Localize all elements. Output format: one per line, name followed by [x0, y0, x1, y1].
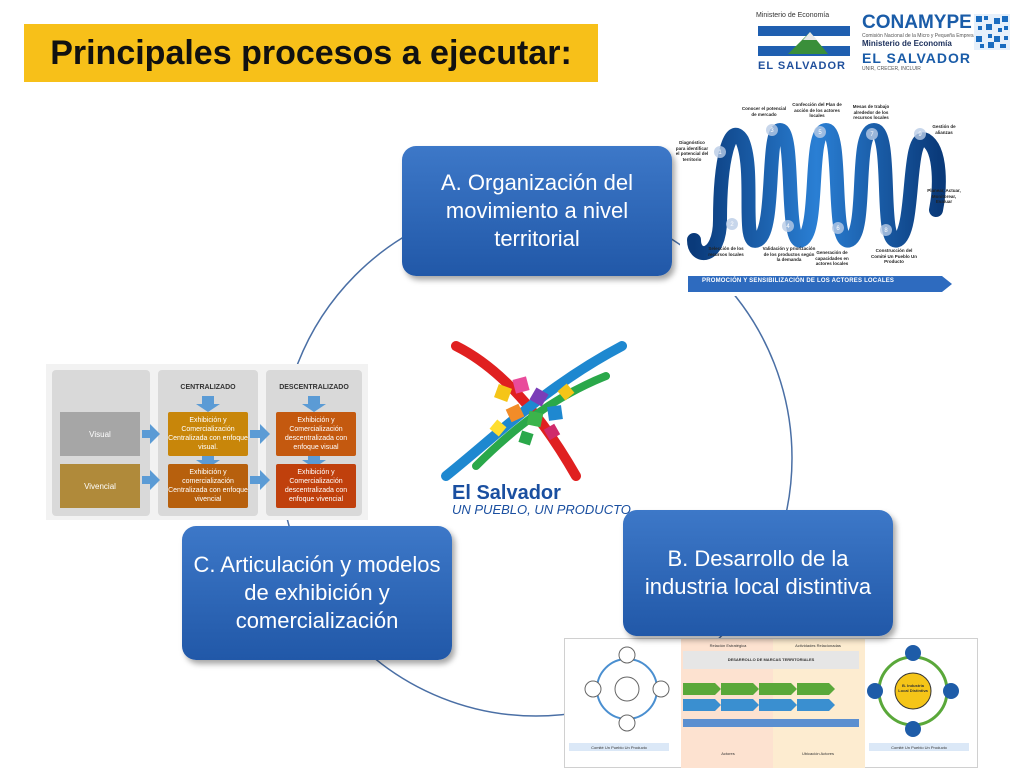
industria-local-diagram: Relación Estratégica Actividades Relacio… — [564, 638, 978, 768]
row-visual-label: Visual — [60, 412, 140, 456]
model-cell-centralizado-visual: Exhibición y Comercialización Centraliza… — [168, 412, 248, 456]
conamype-slogan: UNIR, CRECER, INCLUIR — [862, 66, 921, 72]
head-descentralizado: DESCENTRALIZADO — [279, 384, 349, 391]
br-desarrollo-marcas: DESARROLLO DE MARCAS TERRITORIALES — [727, 657, 815, 662]
process-b-label: B. Desarrollo de la industria local dist… — [644, 546, 872, 599]
model-cell-descentralizado-visual: Exhibición y Comercialización descentral… — [276, 412, 356, 456]
spiral-label-confeccion: Confección del Plan de acción de los act… — [792, 102, 842, 118]
br-actores: Actores — [721, 751, 735, 756]
spiral-step-2: 2 — [730, 222, 734, 228]
conamype-country: EL SALVADOR — [862, 50, 972, 66]
logo-slogan: UN PUEBLO, UN PRODUCTO — [452, 502, 631, 517]
spiral-step-4: 4 — [786, 224, 790, 230]
minec-flag-graphic — [758, 26, 850, 56]
br-comite-right: Comité Un Pueblo Un Producto — [891, 745, 947, 750]
head-centralizado: CENTRALIZADO — [180, 384, 236, 391]
br-ubicacion: Ubicación Actores — [801, 751, 834, 756]
br-actividades: Actividades Relacionadas — [795, 643, 841, 648]
spiral-label-validacion: Validación y priorización de los product… — [762, 246, 816, 262]
spiral-step-3: 3 — [770, 128, 774, 134]
spiral-step-8: 8 — [884, 228, 888, 234]
conamype-pattern-icon — [974, 14, 1010, 50]
minec-logo: Ministerio de Economía EL SALVADOR — [756, 12, 852, 76]
spiral-step-9: 9 — [918, 132, 922, 138]
spiral-step-5: 5 — [818, 130, 822, 136]
minec-small-label: Ministerio de Economía — [756, 12, 830, 19]
minec-country-label: EL SALVADOR — [758, 60, 847, 72]
exhibition-models-panel: CENTRALIZADO DESCENTRALIZADO Visual Vive… — [46, 364, 368, 520]
conamype-ministry: Ministerio de Economía — [862, 39, 952, 48]
br-rel-estrategica: Relación Estratégica — [709, 643, 747, 648]
process-c-box: C. Articulación y modelos de exhibición … — [182, 526, 452, 660]
models-arrows — [142, 396, 326, 490]
spiral-label-conocer: Conocer el potencial de mercado — [741, 106, 787, 117]
model-cell-descentralizado-vivencial: Exhibición y Comercialización descentral… — [276, 464, 356, 508]
process-a-label: A. Organización del movimiento a nivel t… — [441, 170, 633, 251]
process-c-label: C. Articulación y modelos de exhibición … — [193, 552, 441, 633]
spiral-step-1: 1 — [718, 150, 722, 156]
process-b-box: B. Desarrollo de la industria local dist… — [623, 510, 893, 636]
slide-title-box: Principales procesos a ejecutar: — [24, 24, 598, 82]
logo-title: El Salvador — [452, 482, 561, 504]
conamype-logo: CONAMYPE Comisión Nacional de la Micro y… — [862, 12, 1012, 76]
industria-diagram-graphic — [569, 639, 969, 768]
spiral-graphic: 1 2 3 4 5 6 7 8 9 — [687, 122, 952, 292]
slide-title: Principales procesos a ejecutar: — [50, 33, 572, 72]
process-a-box: A. Organización del movimiento a nivel t… — [402, 146, 672, 276]
spiral-label-planear: Planear, Actuar, Monitorear, Evaluar — [927, 188, 961, 204]
spiral-label-construccion: Construcción del Comité Un Pueblo Un Pro… — [871, 248, 917, 264]
spiral-label-diagnostico: Diagnóstico para identificar el potencia… — [675, 140, 709, 162]
row-vivencial-label: Vivencial — [60, 464, 140, 508]
spiral-step-7: 7 — [870, 132, 874, 138]
spiral-arrow-label: PROMOCIÓN Y SENSIBILIZACIÓN DE LOS ACTOR… — [702, 278, 895, 284]
spiral-step-6: 6 — [836, 226, 840, 232]
un-pueblo-un-producto-logo: El Salvador UN PUEBLO, UN PRODUCTO — [436, 326, 632, 518]
spiral-label-seleccion: Selección de los recursos locales — [708, 246, 744, 257]
br-center-label: B. Industria Local Distintiva — [898, 683, 928, 693]
br-comite-left: Comité Un Pueblo Un Producto — [591, 745, 647, 750]
spiral-label-mesas: Mesas de trabajo alrededor de los recurs… — [852, 104, 890, 120]
logo-graphic — [441, 341, 627, 481]
spiral-label-gestion: Gestión de alianzas — [932, 124, 956, 135]
model-cell-centralizado-vivencial: Exhibición y comercialización Centraliza… — [168, 464, 248, 508]
conamype-subtitle: Comisión Nacional de la Micro y Pequeña … — [862, 33, 977, 39]
spiral-label-generacion: Generación de capacidades en actores loc… — [815, 250, 849, 266]
spiral-process-panel: 1 2 3 4 5 6 7 8 9 Diagnóstico para ident… — [676, 100, 964, 296]
conamype-name: CONAMYPE — [862, 12, 972, 33]
